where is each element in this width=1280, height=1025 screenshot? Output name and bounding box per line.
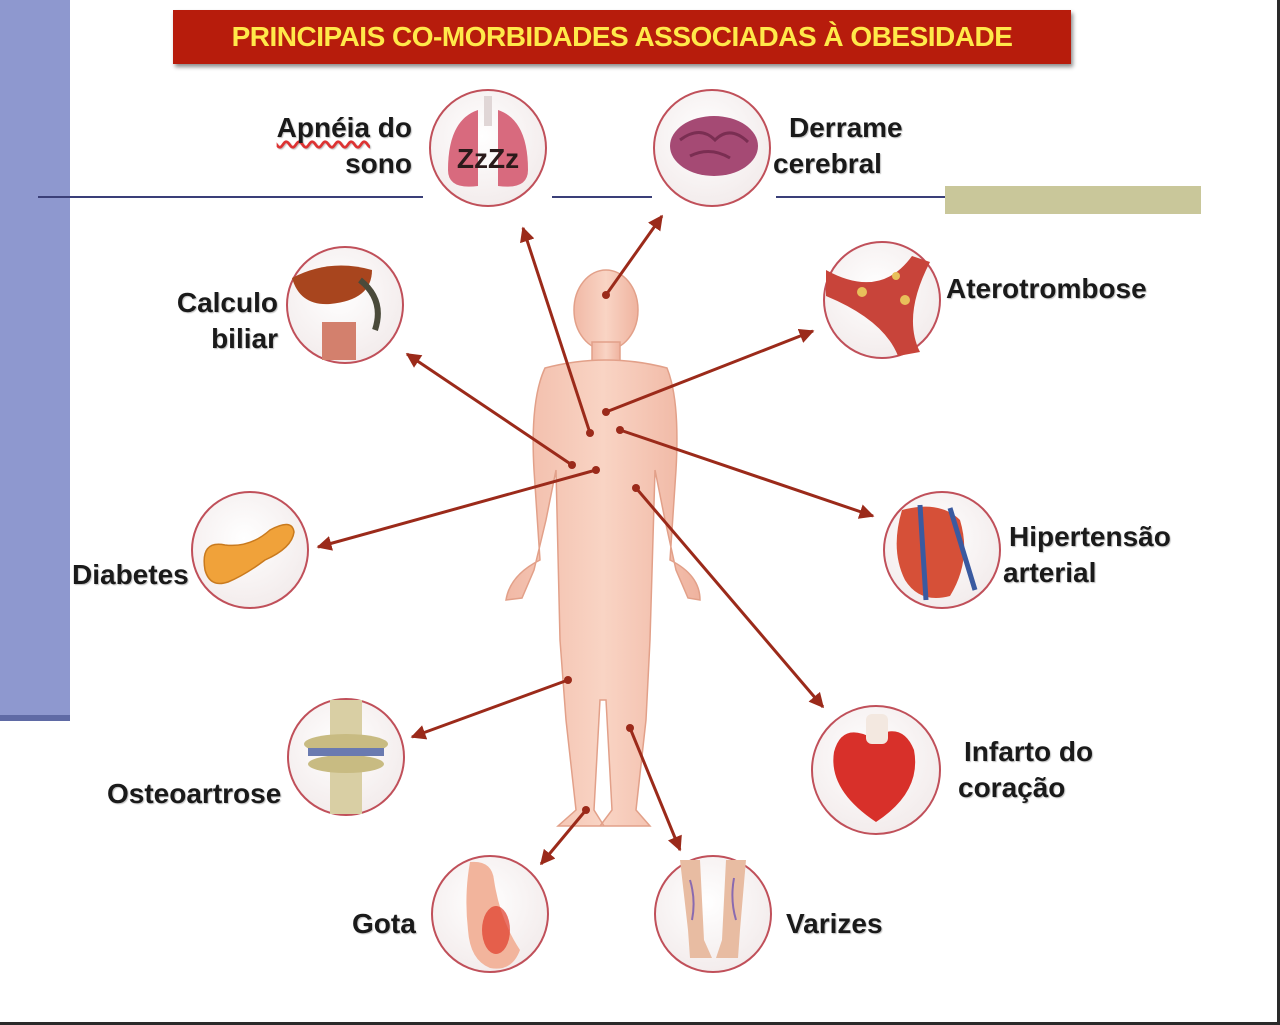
label-varizes: Varizes: [786, 908, 883, 939]
foot-icon: [431, 855, 549, 973]
label-infarto-line2: coração: [958, 772, 1066, 803]
connector-arrows: [316, 214, 875, 866]
label-calculo-line2: biliar: [211, 323, 278, 354]
human-body-icon: [505, 269, 701, 827]
arrow-osteoartrose: [410, 678, 569, 740]
label-hipertensao-line1: Hipertensão: [1009, 521, 1171, 552]
label-diabetes: Diabetes: [72, 559, 189, 590]
decorative-olive-bar: [945, 186, 1201, 214]
label-infarto-line1: Infarto do: [964, 736, 1094, 767]
label-apneia-do: do: [377, 112, 412, 143]
arrow-calculo: [405, 352, 573, 467]
divider-line-left: [38, 196, 423, 198]
title-banner: PRINCIPAIS CO-MORBIDADES ASSOCIADAS À OB…: [173, 10, 1071, 64]
label-derrame-line1: Derrame: [789, 112, 903, 143]
liver-gallbladder-icon: [286, 246, 404, 364]
heart-icon: [811, 705, 941, 835]
knee-joint-icon: [287, 698, 405, 816]
arrow-apneia: [520, 226, 592, 434]
svg-text:ZzZz: ZzZz: [457, 143, 519, 174]
label-osteoartrose: Osteoartrose: [107, 778, 282, 809]
side-bar-shadow: [0, 715, 70, 721]
arrow-gota: [539, 809, 588, 866]
arrow-hipertensao: [619, 428, 875, 519]
label-apneia: Apnéia do sono: [262, 110, 412, 182]
page-title: PRINCIPAIS CO-MORBIDADES ASSOCIADAS À OB…: [231, 21, 1013, 52]
label-hipertensao-line2: arterial: [1003, 557, 1097, 588]
arrow-infarto: [634, 487, 825, 709]
label-gota: Gota: [352, 908, 416, 939]
pancreas-icon: [191, 491, 309, 609]
label-calculo: Calculo biliar: [160, 285, 278, 357]
divider-line-middle: [552, 196, 652, 198]
arrow-diabetes: [316, 468, 597, 551]
arrow-origin-dots: [564, 291, 640, 814]
legs-icon: [654, 855, 772, 973]
artery-icon: [823, 241, 941, 359]
decorative-side-bar: [0, 0, 70, 720]
label-hipertensao: Hipertensão arterial: [1003, 519, 1171, 591]
lungs-icon: ZzZz: [429, 89, 547, 207]
label-apneia-line2: sono: [345, 148, 412, 179]
brain-icon: [653, 89, 771, 207]
label-derrame: Derrame cerebral: [773, 110, 903, 182]
label-calculo-line1: Calculo: [176, 287, 278, 318]
arrow-aterotrombose: [605, 328, 815, 414]
label-apneia-word: Apnéia: [276, 112, 370, 143]
label-infarto: Infarto do coração: [958, 734, 1093, 806]
arrow-varizes: [628, 727, 682, 852]
arrow-derrame: [604, 214, 664, 296]
label-derrame-line2: cerebral: [773, 148, 882, 179]
label-aterotrombose: Aterotrombose: [946, 273, 1147, 304]
kidney-vessels-icon: [883, 491, 1001, 609]
